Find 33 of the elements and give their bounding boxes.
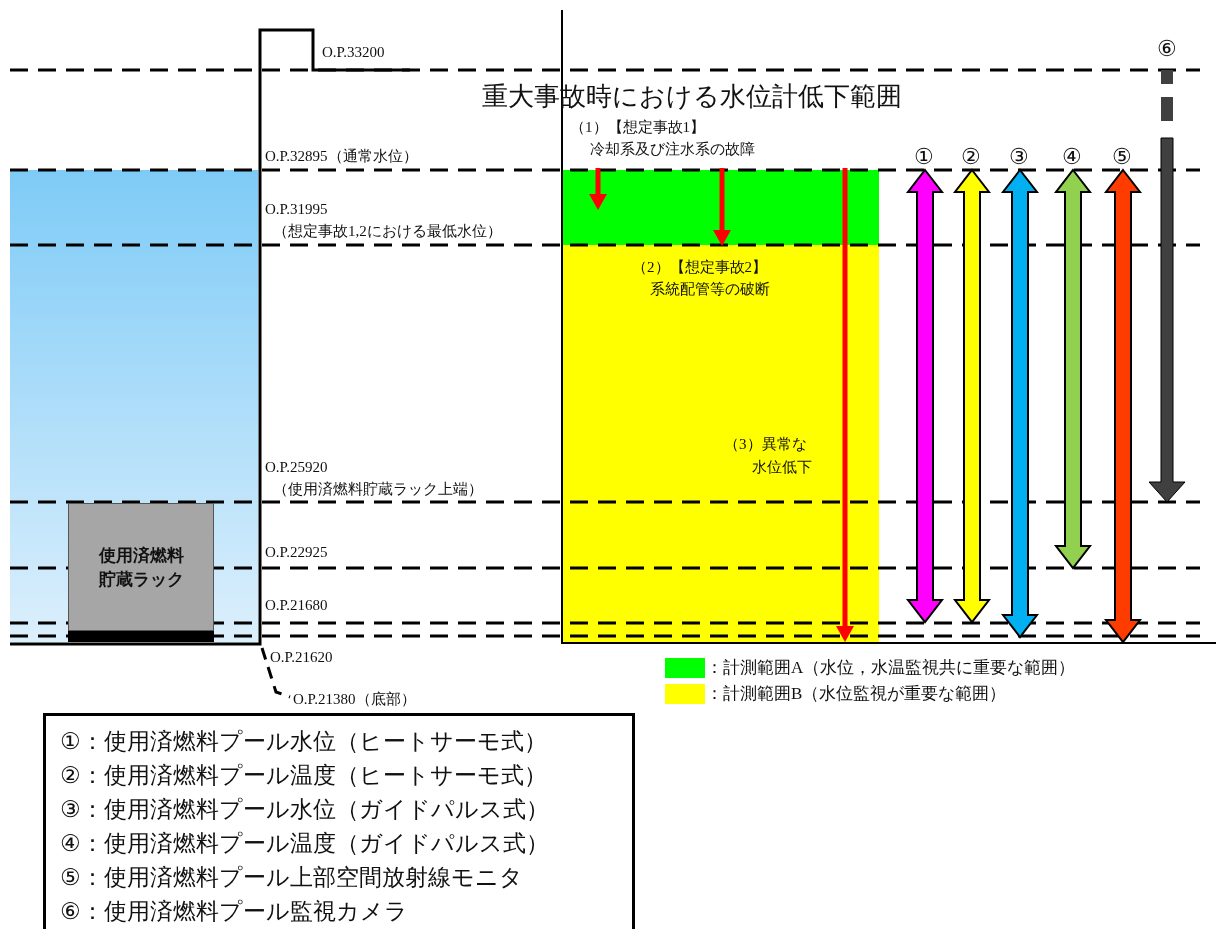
- rack-label: 使用済燃料貯蔵ラック: [97, 544, 185, 591]
- list-item-text: ②：使用済燃料プール温度（ヒートサーモ式）: [60, 761, 548, 790]
- level-label: （想定事故1,2における最低水位）: [273, 222, 502, 240]
- list-item-text: ④：使用済燃料プール温度（ガイドパルス式）: [60, 829, 550, 858]
- level-label: O.P.21680: [265, 596, 328, 614]
- callout-number: ③: [1009, 144, 1029, 170]
- list-item-text: ①：使用済燃料プール水位（ヒートサーモ式）: [60, 727, 548, 756]
- level-label: O.P.32895（通常水位）: [265, 147, 418, 165]
- level-label: O.P.33200: [322, 43, 385, 61]
- list-item-text: ⑥：使用済燃料プール監視カメラ: [60, 897, 409, 926]
- level-label: （1）【想定事故1】: [570, 118, 705, 136]
- list-item-text: ⑤：使用済燃料プール上部空間放射線モニタ: [60, 863, 524, 892]
- callout-number: ④: [1062, 144, 1082, 170]
- legend-text: ：計測範囲B（水位監視が重要な範囲）: [706, 685, 1007, 703]
- level-label: 水位低下: [752, 458, 812, 476]
- level-label: O.P.21620: [270, 648, 333, 666]
- level-label: O.P.22925: [265, 543, 328, 561]
- level-label: 冷却系及び注水系の故障: [590, 140, 755, 158]
- level-label: （2）【想定事故2】: [632, 258, 767, 276]
- level-label: （3）異常な: [724, 435, 807, 453]
- list-item-text: ③：使用済燃料プール水位（ガイドパルス式）: [60, 795, 550, 824]
- level-label: O.P.25920: [265, 458, 328, 476]
- callout-number: ②: [961, 144, 981, 170]
- callout-number: ⑤: [1112, 144, 1132, 170]
- level-label: （使用済燃料貯蔵ラック上端）: [273, 480, 483, 498]
- level-label: 系統配管等の破断: [650, 280, 770, 298]
- level-label: O.P.21380（底部）: [293, 690, 416, 708]
- fuel-rack: [68, 503, 214, 631]
- level-label: O.P.31995: [265, 200, 328, 218]
- callout-number: ⑥: [1157, 36, 1177, 62]
- legend-text: ：計測範囲A（水位，水温監視共に重要な範囲）: [706, 659, 1076, 677]
- instrument-list-box: [43, 713, 635, 929]
- callout-number: ①: [914, 144, 934, 170]
